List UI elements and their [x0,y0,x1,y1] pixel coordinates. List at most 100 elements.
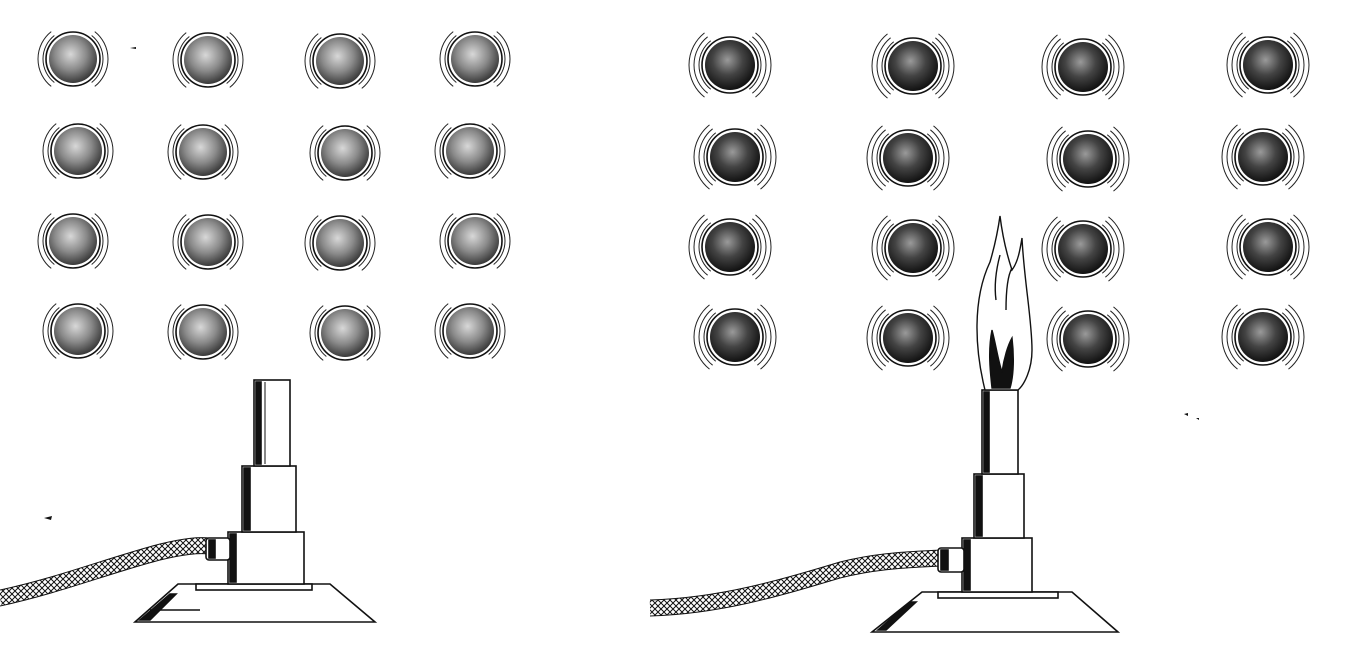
particle-body [54,127,102,175]
vibration-arc [172,308,185,356]
vibration-arc [1293,214,1310,280]
vibration-arc [229,32,244,88]
particle-body [1063,314,1113,364]
vibration-arc [935,219,950,277]
vibration-arc [1286,222,1300,272]
vibration-arc [488,307,501,355]
vibration-arc [930,309,945,367]
vibration-arc [1226,32,1243,98]
vibration-arc [933,125,950,191]
vibration-arc [1113,306,1130,372]
particle [693,304,777,370]
vibration-arc [1056,134,1070,184]
vibration-arc [314,129,327,177]
particle-body [888,223,938,273]
vibration-arc [221,308,234,356]
particle [172,214,244,270]
particle-body [705,40,755,90]
vibration-arc [91,217,104,265]
vibration-arc [1288,124,1305,190]
vibration-arc [876,133,890,183]
vibration-arc [99,123,114,179]
hose-cold [0,537,211,607]
vibration-arc [938,215,955,281]
particle [439,31,511,87]
vibration-arc [42,217,55,265]
vibration-arc [760,304,777,370]
vibration-arc [37,31,52,87]
vibration-arc [304,33,319,89]
vibration-arc [1110,130,1125,188]
hot-scene [649,32,1310,633]
particle [309,125,381,181]
burner-base [132,583,378,623]
particle-body [316,219,364,267]
particle-body [1058,224,1108,274]
vibration-arc [1285,308,1300,366]
vibration-arc [926,133,940,183]
vibration-arc [755,32,772,98]
particle [434,123,506,179]
vibration-arc [363,309,376,357]
vibration-arc [226,218,239,266]
vibration-arc [91,35,104,83]
vibration-arc [493,35,506,83]
vibration-arc [366,305,381,361]
particle [1046,306,1130,372]
bunsen-burner-cold [132,379,378,623]
vibration-arc [47,307,60,355]
flame [976,215,1033,391]
particle [1226,32,1310,98]
vibration-arc [1281,312,1295,362]
vibration-arc [1236,40,1250,90]
vibration-arc [496,213,511,269]
vibration-arc [1231,36,1246,94]
vibration-arc [1046,220,1061,278]
vibration-arc [366,125,381,181]
vibration-arc [167,304,182,360]
vibration-arc [361,215,376,271]
particle [304,215,376,271]
vibration-arc [439,307,452,355]
vibration-arc [177,36,190,84]
vibration-arc [703,132,717,182]
vibration-arc [753,312,767,362]
vibration-arc [698,40,712,90]
vibration-arc [96,307,109,355]
vibration-arc [309,219,322,267]
vibration-arc [1226,214,1243,280]
hose-hot [649,549,941,617]
particle-body [184,218,232,266]
particle-body [1238,132,1288,182]
vibration-arc [439,31,454,87]
particle-body [710,132,760,182]
vibration-arc [488,127,501,175]
particle [1041,216,1125,282]
vibration-arc [439,127,452,175]
vibration-arc [1226,308,1241,366]
particle [1041,34,1125,100]
vibration-arc [1051,310,1066,368]
particle-body [888,41,938,91]
particle [688,32,772,98]
particle [172,32,244,88]
vibration-arc [753,132,767,182]
vibration-arc [1290,218,1305,276]
vibration-arc [434,123,449,179]
vibration-arc [693,124,710,190]
particle [1046,126,1130,192]
vibration-arc [1108,34,1125,100]
vibration-arc [304,215,319,271]
vibration-arc [1041,216,1058,282]
particle-body [321,309,369,357]
particle [37,213,109,269]
vibration-arc [1105,220,1120,278]
vibration-arc [1226,128,1241,186]
vibration-arc [748,40,762,90]
burner-collar [961,537,1033,593]
bunsen-burner-hot [869,389,1121,633]
vibration-arc [309,305,324,361]
vibration-arc [1288,304,1305,370]
vibration-arc [688,214,705,280]
cold-scene [0,31,511,623]
